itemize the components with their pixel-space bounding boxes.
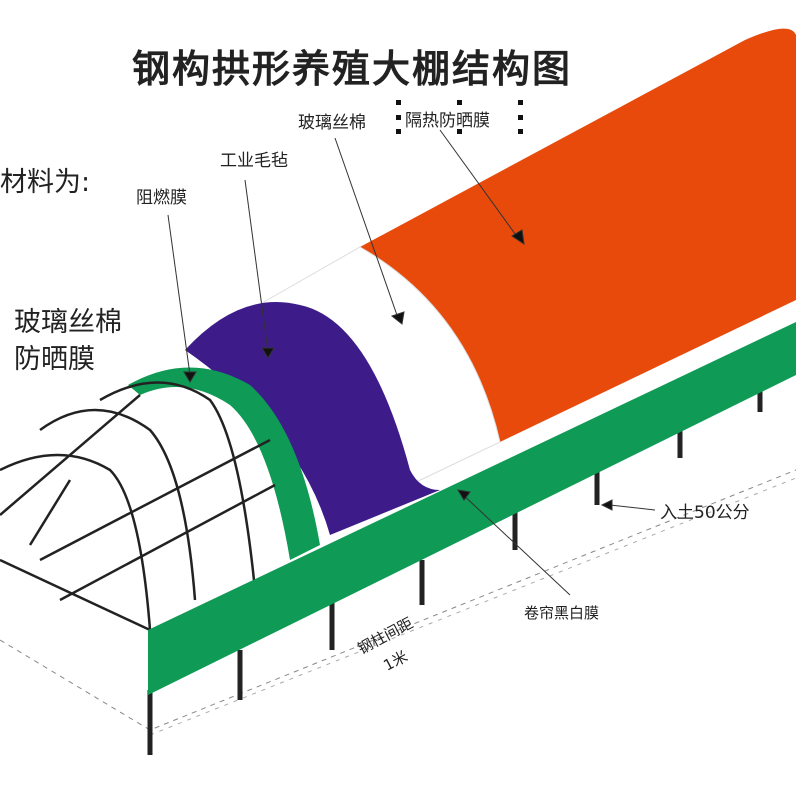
selection-handles — [396, 100, 523, 134]
materials-heading: 材料为: — [0, 167, 91, 198]
label-soil-depth: 入土50公分 — [660, 503, 750, 523]
label-glass-wool: 玻璃丝棉 — [298, 113, 366, 133]
felt-layer — [185, 302, 440, 535]
label-sunshade: 隔热防晒膜 — [405, 111, 490, 131]
label-felt: 工业毛毡 — [220, 151, 288, 171]
label-flame-retardant: 阻燃膜 — [136, 188, 187, 208]
sunshade-film-layer — [360, 28, 796, 442]
leader-lines — [167, 129, 656, 596]
roller-film-strip — [148, 322, 796, 695]
steel-frame — [0, 381, 276, 632]
diagram-title: 钢构拱形养殖大棚结构图 — [132, 46, 573, 91]
label-roller-film: 卷帘黑白膜 — [524, 604, 600, 622]
material-item: 玻璃丝棉 — [14, 307, 122, 338]
material-item: 防晒膜 — [14, 344, 95, 375]
flame-retardant-film-band — [128, 367, 320, 560]
